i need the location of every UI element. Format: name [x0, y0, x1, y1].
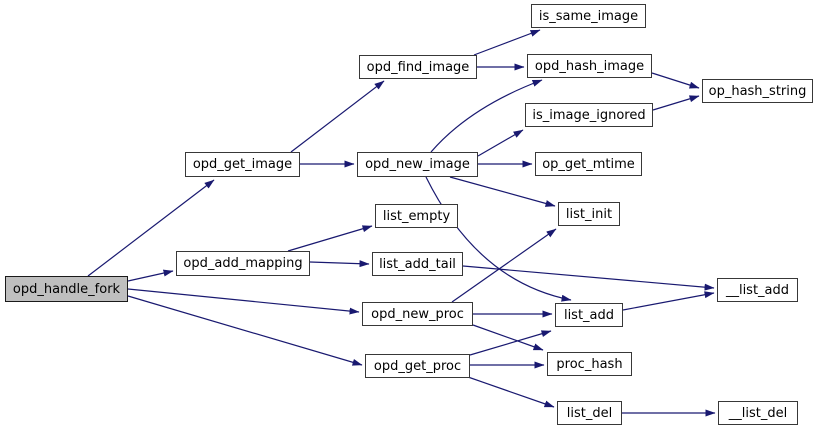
node-op_hash_string[interactable]: op_hash_string — [702, 79, 813, 103]
edge-opd_get_proc-to-list_add — [469, 330, 552, 356]
node-proc_hash[interactable]: proc_hash — [547, 352, 632, 376]
edge-opd_handle_fork-to-opd_get_image — [87, 179, 215, 277]
edge-opd_new_image-to-is_image_ignored — [477, 129, 524, 157]
node-opd_new_proc[interactable]: opd_new_proc — [362, 302, 473, 326]
edge-opd_add_mapping-to-list_add_tail — [309, 260, 370, 268]
edge-opd_handle_fork-to-opd_get_proc — [127, 295, 363, 366]
node-opd_add_mapping[interactable]: opd_add_mapping — [176, 251, 310, 276]
call-edges — [87, 29, 716, 417]
node-list_init[interactable]: list_init — [558, 202, 620, 226]
edge-opd_new_proc-to-proc_hash — [472, 324, 544, 351]
node-list_add[interactable]: list_add — [555, 303, 623, 327]
node-opd_hash_image[interactable]: opd_hash_image — [527, 54, 652, 78]
edge-opd_new_image-to-list_init — [449, 176, 556, 207]
node-is_same_image[interactable]: is_same_image — [531, 4, 646, 28]
edge-opd_get_proc-to-list_del — [467, 376, 555, 408]
node-is_image_ignored[interactable]: is_image_ignored — [525, 103, 653, 127]
edge-opd_handle_fork-to-opd_new_proc — [127, 288, 360, 315]
node-__list_add[interactable]: __list_add — [717, 278, 798, 302]
node-list_empty[interactable]: list_empty — [375, 204, 458, 228]
edge-opd_add_mapping-to-list_empty — [287, 225, 373, 252]
node-opd_handle_fork: opd_handle_fork — [5, 276, 128, 302]
edge-opd_hash_image-to-op_hash_string — [651, 72, 700, 89]
node-opd_get_proc[interactable]: opd_get_proc — [365, 354, 470, 378]
edge-opd_handle_fork-to-opd_add_mapping — [127, 269, 174, 282]
node-opd_find_image[interactable]: opd_find_image — [359, 55, 477, 79]
edge-opd_get_image-to-opd_find_image — [290, 80, 385, 153]
node-list_del[interactable]: list_del — [557, 401, 622, 425]
edge-list_add_tail-to-__list_add — [462, 265, 715, 291]
edge-list_add-to-__list_add — [622, 291, 715, 311]
node-op_get_mtime[interactable]: op_get_mtime — [535, 152, 642, 176]
node-opd_new_image[interactable]: opd_new_image — [357, 152, 478, 177]
node-__list_del[interactable]: __list_del — [718, 401, 798, 425]
edge-is_image_ignored-to-op_hash_string — [652, 95, 700, 111]
node-opd_get_image[interactable]: opd_get_image — [185, 152, 300, 177]
edge-opd_find_image-to-is_same_image — [473, 29, 541, 56]
edge-opd_new_image-to-opd_hash_image — [430, 79, 543, 153]
node-list_add_tail[interactable]: list_add_tail — [372, 252, 463, 276]
edge-opd_new_image-to-list_add — [425, 176, 572, 302]
edge-opd_new_proc-to-list_init — [451, 228, 557, 303]
